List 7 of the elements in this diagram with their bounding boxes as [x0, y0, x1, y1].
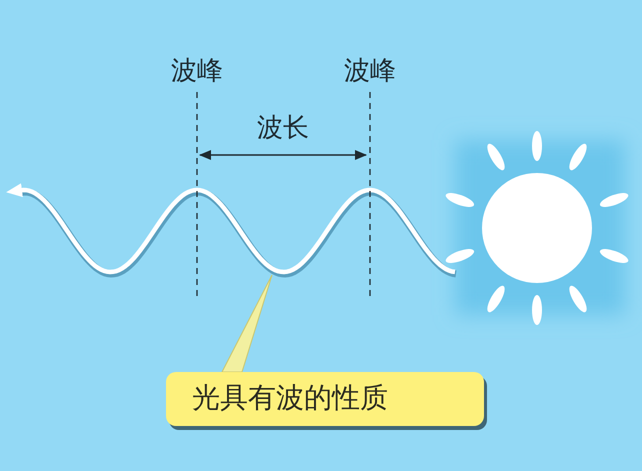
- crest-label: 波峰: [171, 58, 223, 84]
- crest-label: 波峰: [344, 58, 396, 84]
- callout-text: 光具有波的性质: [192, 381, 388, 414]
- wavelength-label: 波长: [257, 115, 309, 141]
- light-wave: [6, 183, 457, 278]
- callout-pointer: [221, 274, 272, 372]
- callout-box: [166, 372, 484, 426]
